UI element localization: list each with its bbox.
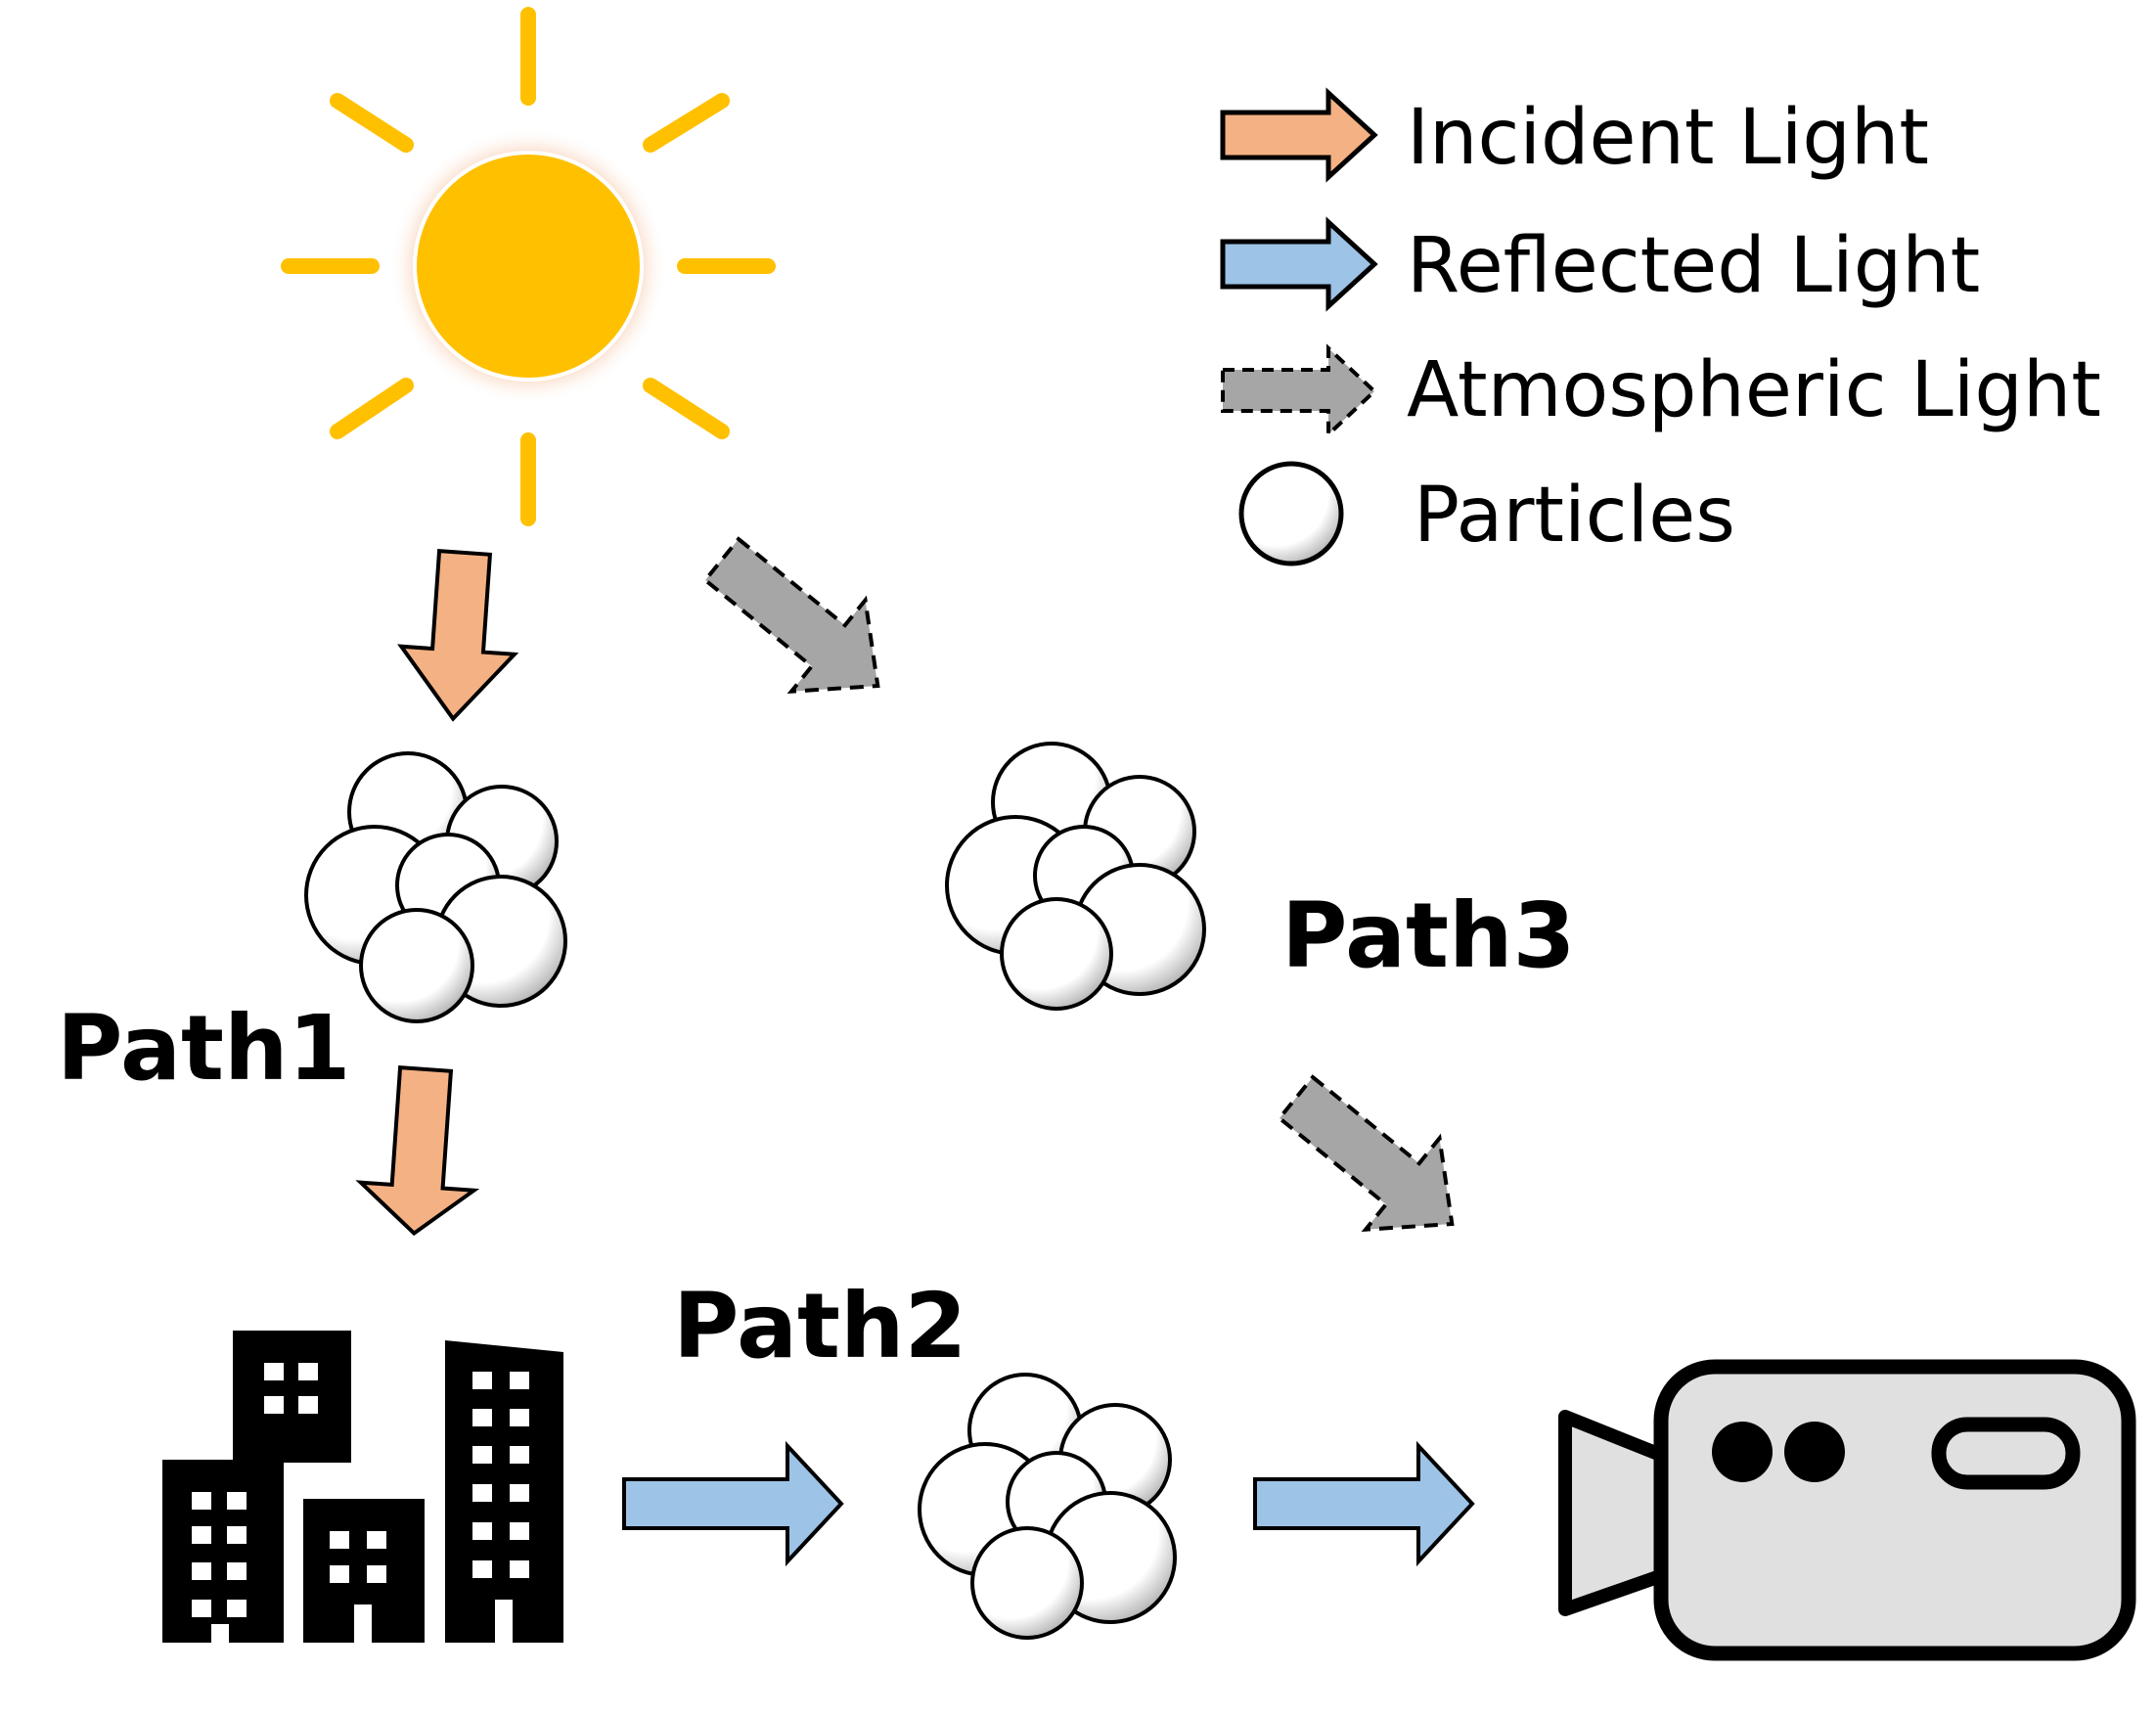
- particle-cluster-1: [304, 751, 567, 1023]
- legend: Incident Light Reflected Light Atmospher…: [1220, 87, 2101, 566]
- legend-reflected-label: Reflected Light: [1407, 222, 1980, 310]
- path3-label: Path3: [1281, 883, 1576, 988]
- legend-incident-label: Incident Light: [1407, 94, 1929, 182]
- legend-particle-icon: [1238, 461, 1344, 566]
- incident-arrow-2: [355, 1065, 480, 1237]
- particle-cluster-2: [918, 1373, 1177, 1640]
- legend-reflected-arrow: [1220, 216, 1378, 312]
- reflected-arrow-2: [1253, 1440, 1475, 1567]
- legend-atmospheric-label: Atmospheric Light: [1407, 346, 2101, 434]
- atmospheric-arrow-1: [702, 536, 880, 695]
- video-camera-icon: [1558, 1359, 2136, 1661]
- reflected-arrow-1: [622, 1440, 844, 1567]
- sun-icon: [281, 7, 776, 526]
- path1-label: Path1: [57, 996, 351, 1101]
- legend-particles-label: Particles: [1414, 472, 1735, 560]
- atmospheric-arrow-2: [1277, 1074, 1455, 1233]
- legend-incident-arrow: [1220, 87, 1378, 183]
- path2-label: Path2: [673, 1274, 967, 1378]
- particle-cluster-3: [945, 742, 1206, 1011]
- legend-atmospheric-arrow: [1221, 343, 1377, 439]
- incident-arrow-1: [397, 549, 519, 722]
- city-buildings-icon: [162, 1331, 563, 1643]
